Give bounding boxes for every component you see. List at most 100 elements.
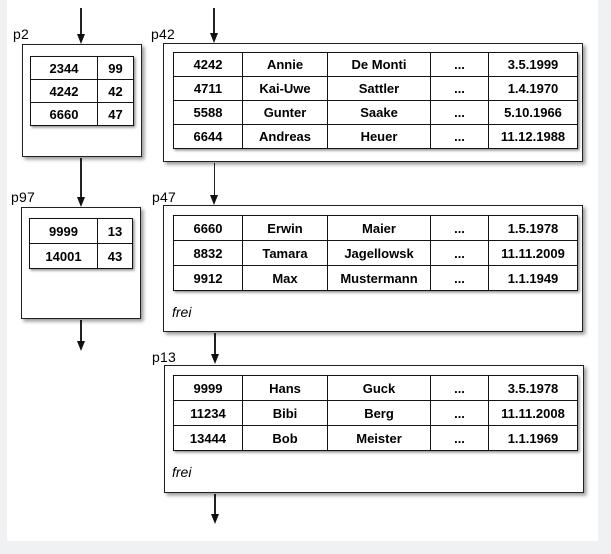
table-cell: 4711: [173, 76, 243, 101]
arrow-down-icon: [210, 354, 219, 364]
table-cell: ...: [430, 100, 489, 125]
data-table-p47: 6660 Erwin Maier ... 1.5.1978 8832 Tamar…: [173, 215, 578, 291]
arrow-shaft: [80, 158, 82, 199]
arrow-out-of-p97: [76, 320, 86, 351]
table-row: 6644 Andreas Heuer ... 11.12.1988: [173, 124, 578, 149]
table-cell: 47: [97, 102, 134, 126]
arrow-shaft: [213, 8, 215, 35]
table-cell: ...: [430, 240, 489, 266]
table-cell: 1.1.1969: [488, 425, 578, 451]
table-cell: Sattler: [327, 76, 431, 101]
table-cell: ...: [430, 124, 489, 149]
arrow-down-icon: [210, 514, 219, 524]
table-cell: 9999: [29, 218, 98, 244]
table-cell: ...: [430, 400, 489, 426]
arrow-p2-to-p97: [76, 158, 86, 207]
table-row: 5588 Gunter Saake ... 5.10.1966: [173, 100, 578, 125]
table-row: 6660 Erwin Maier ... 1.5.1978: [173, 215, 578, 241]
table-row: 4242 42: [30, 79, 134, 103]
table-cell: Heuer: [327, 124, 431, 149]
arrow-down-icon: [209, 33, 218, 43]
table-cell: Kai-Uwe: [242, 76, 328, 101]
table-cell: Annie: [242, 52, 328, 77]
table-row: 4711 Kai-Uwe Sattler ... 1.4.1970: [173, 76, 578, 101]
table-cell: 11234: [173, 400, 243, 426]
table-cell: De Monti: [327, 52, 431, 77]
table-cell: ...: [430, 215, 489, 241]
table-cell: 9912: [173, 265, 243, 291]
table-cell: 4242: [30, 79, 98, 103]
arrow-shaft: [80, 8, 82, 36]
table-cell: 13444: [173, 425, 243, 451]
table-cell: Erwin: [242, 215, 328, 241]
table-cell: 1.5.1978: [488, 215, 578, 241]
table-cell: Maier: [327, 215, 431, 241]
arrow-shaft: [214, 333, 216, 356]
arrow-down-icon: [76, 197, 85, 207]
table-cell: ...: [430, 265, 489, 291]
table-cell: ...: [430, 52, 489, 77]
table-cell: Bibi: [242, 400, 328, 426]
table-cell: 42: [97, 79, 134, 103]
page-label-p47: p47: [152, 189, 176, 205]
table-cell: Berg: [327, 400, 431, 426]
table-cell: Gunter: [242, 100, 328, 125]
arrow-shaft: [80, 320, 82, 343]
table-row: 8832 Tamara Jagellowsk ... 11.11.2009: [173, 240, 578, 266]
arrow-into-p2: [76, 8, 86, 44]
table-cell: 3.5.1999: [488, 52, 578, 77]
table-cell: 3.5.1978: [488, 375, 578, 401]
table-cell: Meister: [327, 425, 431, 451]
arrow-p47-to-p13: [210, 333, 220, 364]
data-table-p13: 9999 Hans Guck ... 3.5.1978 11234 Bibi B…: [173, 375, 578, 451]
table-cell: Saake: [327, 100, 431, 125]
arrow-p42-to-p47: [210, 163, 219, 205]
table-row: 9999 Hans Guck ... 3.5.1978: [173, 375, 578, 401]
table-cell: 11.12.1988: [488, 124, 578, 149]
table-row: 2344 99: [30, 56, 134, 80]
table-cell: 5.10.1966: [488, 100, 578, 125]
free-space-label-p47: frei: [172, 304, 192, 320]
table-cell: 1.4.1970: [488, 76, 578, 101]
table-cell: Max: [242, 265, 328, 291]
table-cell: 8832: [173, 240, 243, 266]
table-cell: 6660: [30, 102, 98, 126]
table-cell: Jagellowsk: [327, 240, 431, 266]
table-cell: 4242: [173, 52, 243, 77]
table-cell: Tamara: [242, 240, 328, 266]
arrow-down-icon: [76, 341, 85, 351]
table-cell: Mustermann: [327, 265, 431, 291]
table-cell: Guck: [327, 375, 431, 401]
table-cell: ...: [430, 375, 489, 401]
table-row: 6660 47: [30, 102, 134, 126]
table-row: 4242 Annie De Monti ... 3.5.1999: [173, 52, 578, 77]
table-cell: 14001: [29, 243, 98, 269]
table-cell: 6660: [173, 215, 243, 241]
page-label-p13: p13: [152, 349, 176, 365]
table-cell: 11.11.2009: [488, 240, 578, 266]
arrow-shaft: [214, 494, 216, 516]
data-table-p42: 4242 Annie De Monti ... 3.5.1999 4711 Ka…: [173, 52, 578, 149]
arrow-shaft: [213, 163, 216, 197]
table-cell: 2344: [30, 56, 98, 80]
table-row: 13444 Bob Meister ... 1.1.1969: [173, 425, 578, 451]
table-cell: 1.1.1949: [488, 265, 578, 291]
table-cell: 5588: [173, 100, 243, 125]
arrow-down-icon: [210, 195, 218, 205]
table-cell: ...: [430, 76, 489, 101]
table-cell: 13: [97, 218, 133, 244]
table-row: 11234 Bibi Berg ... 11.11.2008: [173, 400, 578, 426]
table-cell: 99: [97, 56, 134, 80]
page-label-p2: p2: [13, 26, 29, 42]
table-cell: Bob: [242, 425, 328, 451]
arrow-out-of-p13: [210, 494, 220, 524]
arrow-down-icon: [76, 34, 85, 44]
table-cell: Andreas: [242, 124, 328, 149]
table-cell: Hans: [242, 375, 328, 401]
page-label-p42: p42: [151, 26, 175, 42]
table-cell: 43: [97, 243, 133, 269]
free-space-label-p13: frei: [172, 464, 192, 480]
page-label-p97: p97: [11, 189, 35, 205]
arrow-into-p42: [209, 8, 219, 43]
